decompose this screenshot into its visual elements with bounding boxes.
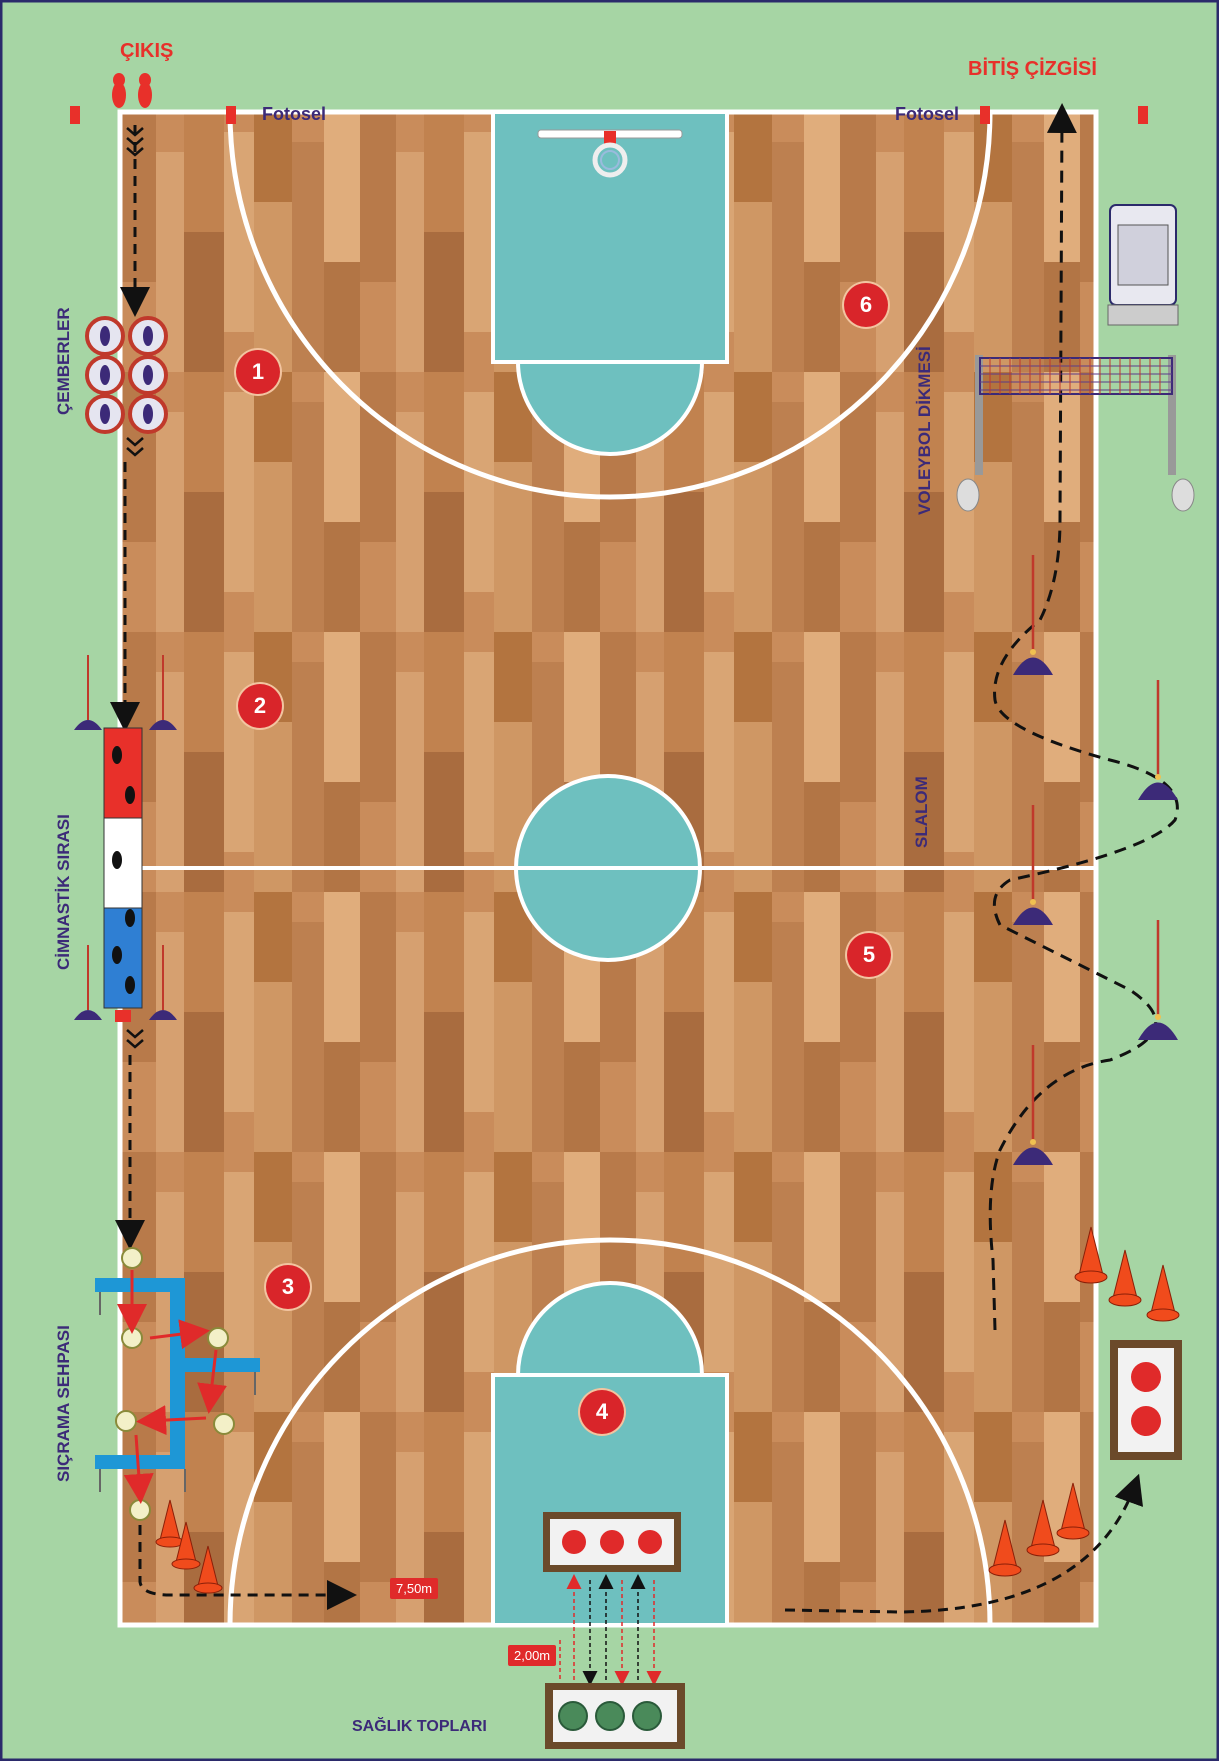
ball-icon — [638, 1530, 662, 1554]
station-number: 3 — [266, 1265, 310, 1309]
photocell-left-label: Fotosel — [262, 104, 326, 125]
medicine-balls-label: SAĞLIK TOPLARI — [352, 1718, 487, 1736]
ball-rack-top — [543, 1512, 681, 1572]
footprint-icon — [112, 73, 152, 108]
station-number: 1 — [236, 350, 280, 394]
start-label: ÇIKIŞ — [120, 40, 173, 63]
ball-icon — [596, 1702, 624, 1730]
hoops-label: ÇEMBERLER — [54, 307, 74, 415]
top-key — [493, 112, 727, 362]
finish-line-label: BİTİŞ ÇİZGİSİ — [968, 58, 1097, 81]
ball-icon — [633, 1702, 661, 1730]
photocell-marker — [980, 106, 990, 124]
distance-tag: 2,00m — [508, 1645, 556, 1666]
ball-icon — [1131, 1362, 1161, 1392]
photocell-marker — [226, 106, 236, 124]
station-number: 6 — [844, 283, 888, 327]
ball-icon — [600, 1530, 624, 1554]
photocell-marker — [1138, 106, 1148, 124]
jump-box-label: SIÇRAMA SEHPASI — [54, 1325, 74, 1482]
ball-rack-bottom — [545, 1683, 685, 1749]
distance-tag: 7,50m — [390, 1578, 438, 1599]
ball-icon — [559, 1702, 587, 1730]
ball-icon — [1131, 1406, 1161, 1436]
slalom-label: SLALOM — [912, 776, 932, 848]
ball-icon — [562, 1530, 586, 1554]
photocell-right-label: Fotosel — [895, 104, 959, 125]
cart-icon — [1108, 205, 1178, 325]
volleyball-post-label: VOLEYBOL DİKMESİ — [915, 346, 935, 515]
station-number: 4 — [580, 1390, 624, 1434]
gym-bench — [104, 728, 142, 1022]
station-number: 5 — [847, 933, 891, 977]
gym-bench-label: CİMNASTİK SIRASI — [54, 814, 74, 970]
photocell-marker — [70, 106, 80, 124]
ball-rack-right — [1110, 1340, 1182, 1460]
station-number: 2 — [238, 684, 282, 728]
